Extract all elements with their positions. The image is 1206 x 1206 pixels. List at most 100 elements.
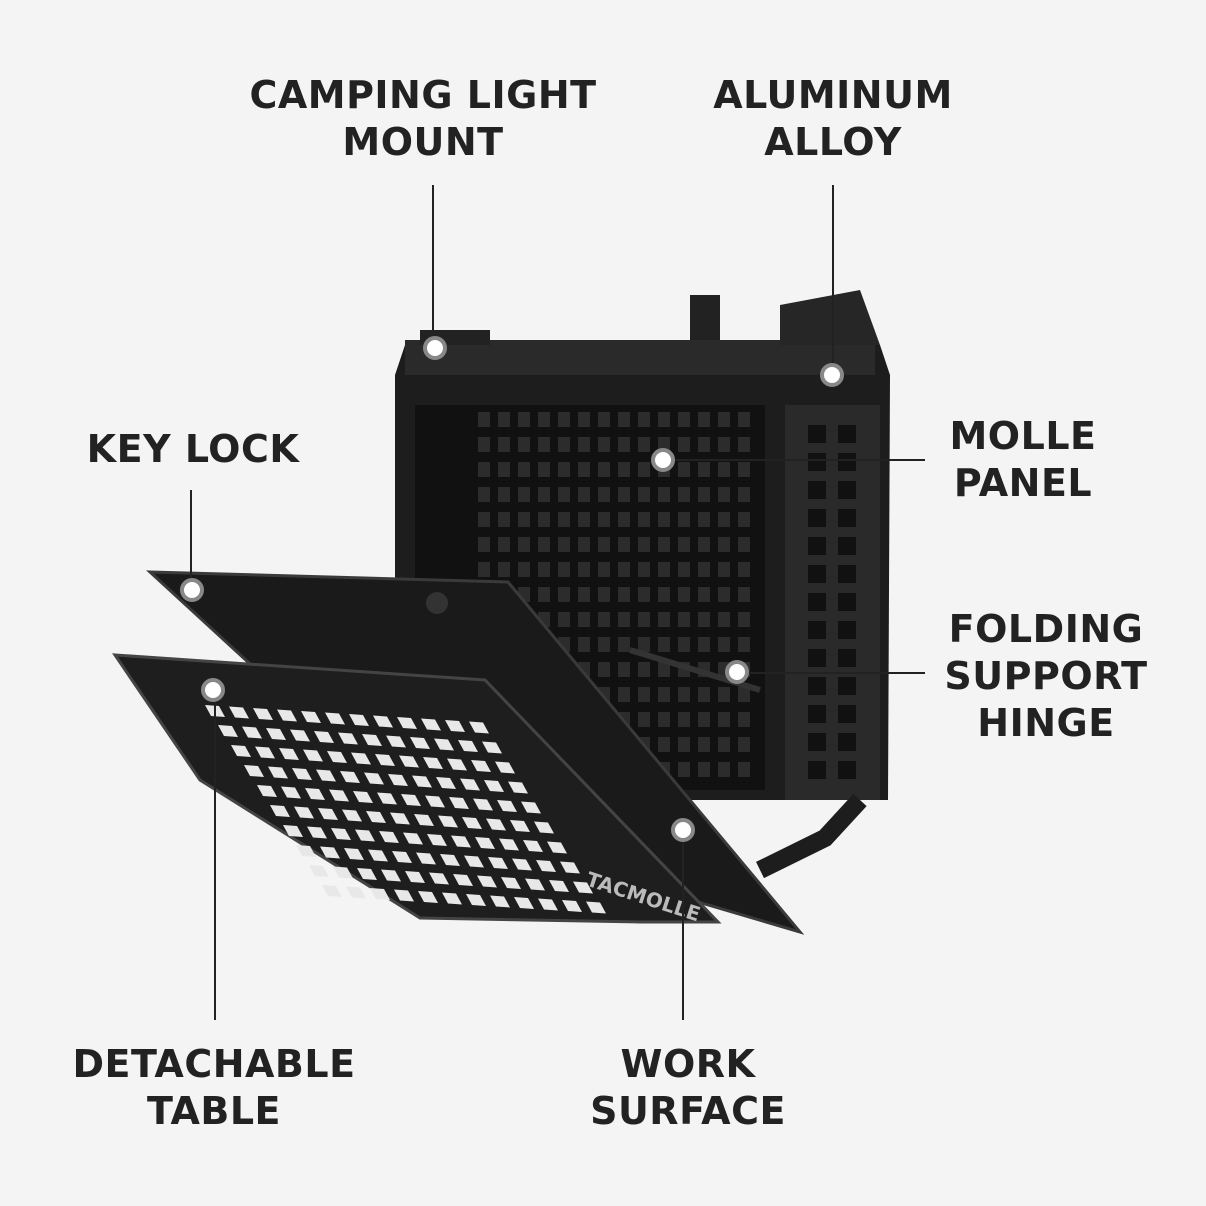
hole — [390, 812, 410, 825]
hole — [478, 412, 490, 427]
hole — [598, 612, 610, 627]
hole — [482, 741, 502, 754]
label-line: ALUMINUM — [713, 73, 953, 117]
hole — [698, 562, 710, 577]
hole — [478, 487, 490, 502]
hole — [598, 662, 610, 677]
hole — [578, 637, 590, 652]
hole — [394, 889, 414, 902]
hole — [440, 854, 460, 866]
hole — [658, 612, 670, 627]
hole — [738, 512, 750, 527]
hole — [338, 732, 358, 745]
hole — [838, 649, 856, 667]
hole — [808, 565, 826, 583]
detachable-table: TACMOLLE — [112, 653, 722, 926]
hole — [638, 587, 650, 602]
hole — [658, 412, 670, 427]
hole — [388, 774, 408, 786]
hole — [738, 762, 750, 777]
hole — [320, 846, 340, 859]
hole — [518, 562, 530, 577]
hole — [253, 708, 273, 720]
label-line: CAMPING LIGHT — [249, 73, 597, 117]
hole — [498, 487, 510, 502]
hole — [490, 895, 510, 908]
hole — [718, 412, 730, 427]
hole — [838, 565, 856, 583]
hole — [578, 587, 590, 602]
hole — [838, 481, 856, 499]
hole — [698, 587, 710, 602]
hole — [838, 761, 856, 779]
hole — [340, 771, 360, 783]
hole — [309, 865, 329, 877]
hole — [698, 762, 710, 777]
hole — [838, 733, 856, 751]
hole — [538, 512, 550, 527]
hole — [658, 562, 670, 577]
hole — [738, 412, 750, 427]
label-line: WORK — [620, 1042, 756, 1086]
hole — [346, 886, 366, 899]
hole — [718, 437, 730, 452]
hole — [462, 817, 482, 829]
hole — [578, 562, 590, 577]
hole — [738, 562, 750, 577]
hole — [333, 866, 353, 879]
hole — [268, 766, 288, 779]
hole — [638, 437, 650, 452]
hole — [498, 412, 510, 427]
hole — [478, 562, 490, 577]
hole — [538, 412, 550, 427]
hole — [678, 762, 690, 777]
hole — [266, 728, 286, 740]
hole — [498, 437, 510, 452]
hole — [329, 789, 349, 802]
hole — [471, 760, 491, 772]
hole — [562, 900, 582, 912]
folding-hinge-bracket — [756, 793, 867, 879]
hole — [307, 826, 327, 839]
hole — [808, 621, 826, 639]
hole — [678, 712, 690, 727]
hole — [488, 857, 508, 869]
hole — [558, 462, 570, 477]
hole — [342, 809, 362, 822]
hole — [478, 437, 490, 452]
hole — [578, 612, 590, 627]
hole — [318, 808, 338, 820]
hole — [414, 814, 434, 826]
hole — [466, 894, 486, 906]
hole — [538, 437, 550, 452]
hole — [718, 737, 730, 752]
hole — [718, 462, 730, 477]
hole — [447, 758, 467, 771]
hole — [698, 512, 710, 527]
hole — [314, 731, 334, 743]
key-lock-cylinder — [426, 592, 448, 614]
hole — [658, 662, 670, 677]
hole — [698, 612, 710, 627]
hole — [512, 858, 532, 871]
hole — [658, 587, 670, 602]
hole — [638, 512, 650, 527]
hole — [449, 797, 469, 809]
hole — [322, 885, 342, 897]
hole — [578, 512, 590, 527]
hole — [283, 825, 303, 837]
hole — [366, 811, 386, 823]
hole — [578, 462, 590, 477]
hole — [808, 677, 826, 695]
hole — [598, 437, 610, 452]
hole — [355, 829, 375, 842]
hole — [510, 820, 530, 832]
hole — [316, 769, 336, 782]
hole — [838, 537, 856, 555]
hole — [738, 537, 750, 552]
hole — [808, 733, 826, 751]
label-line: ALLOY — [764, 120, 902, 164]
hole — [425, 795, 445, 808]
hole — [618, 562, 630, 577]
